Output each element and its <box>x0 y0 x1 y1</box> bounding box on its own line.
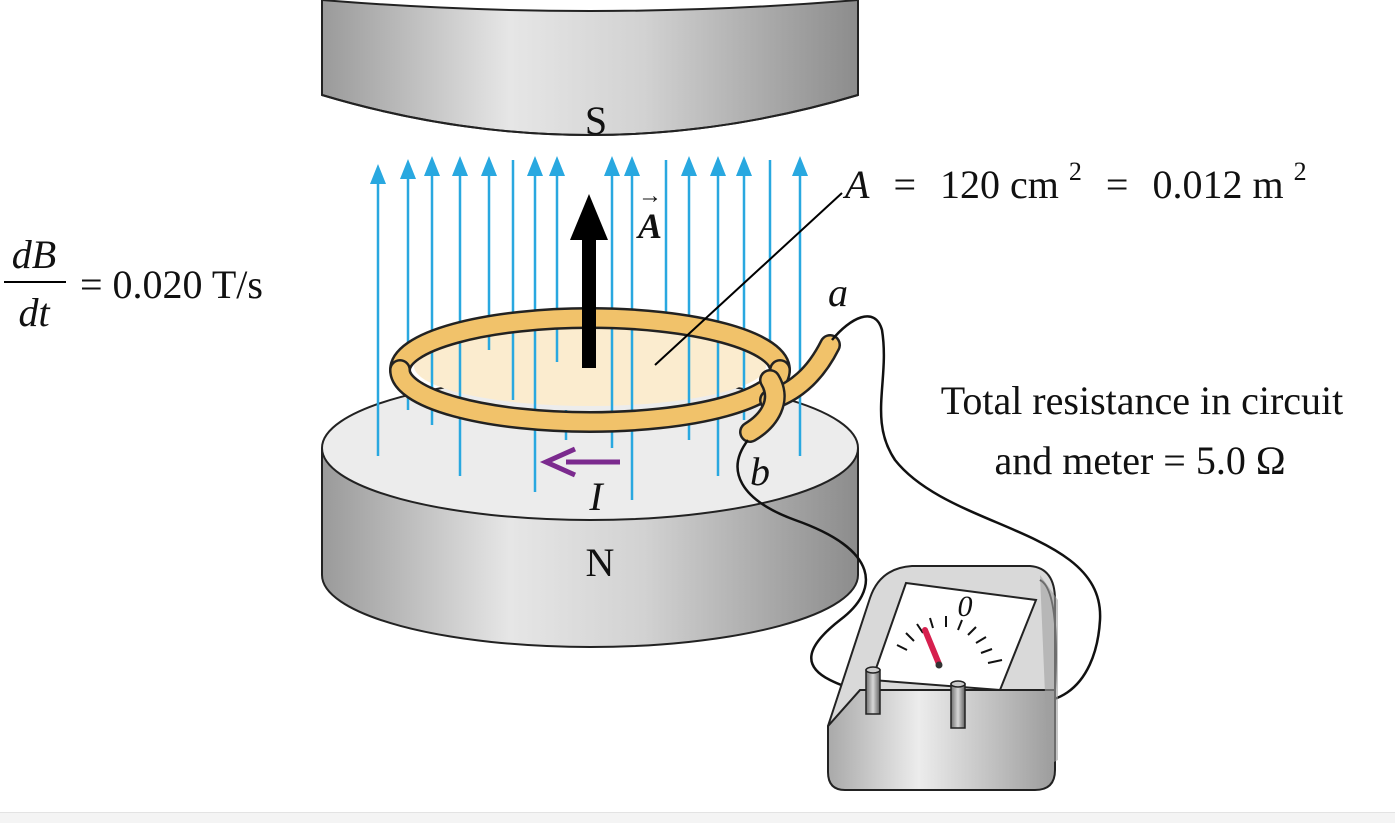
field-line <box>549 156 565 362</box>
rate-numerator: dB <box>12 232 56 277</box>
wire-a <box>831 315 1102 703</box>
meter-zero-label: 0 <box>958 590 973 623</box>
rate-denominator: dt <box>18 290 50 335</box>
field-line <box>624 156 640 500</box>
field-line <box>681 156 697 440</box>
terminal-b-label: b <box>750 449 770 494</box>
galvanometer: 0 <box>827 565 1058 791</box>
terminal-a-label: a <box>828 270 848 315</box>
rate-label: dB dt = 0.020 T/s <box>4 232 263 335</box>
meter-needle <box>922 627 942 667</box>
resistance-label-line2: and meter = 5.0 Ω <box>994 438 1285 483</box>
field-line <box>370 164 386 456</box>
field-line <box>792 156 808 456</box>
circuit-wires <box>736 315 1102 703</box>
current-arrow <box>539 446 620 478</box>
wire-b <box>736 439 871 690</box>
meter-face <box>870 581 1038 692</box>
wire-loop <box>389 307 841 443</box>
resistance-label-line1: Total resistance in circuit <box>941 378 1344 423</box>
field-line <box>527 156 543 492</box>
north-pole-label: N <box>586 540 615 585</box>
south-pole-label: S <box>585 98 607 143</box>
south-pole-magnet <box>321 0 859 136</box>
field-line <box>736 156 752 420</box>
field-line <box>424 156 440 425</box>
current-label: I <box>588 474 604 519</box>
meter-terminal-left <box>865 666 881 715</box>
bottom-strip <box>0 812 1395 823</box>
area-label: A = 120 cm 2 = 0.012 m 2 <box>842 144 1307 207</box>
rate-value: = 0.020 T/s <box>80 262 263 307</box>
area-vector-arrow-symbol: → <box>638 183 662 209</box>
meter-terminal-right <box>950 680 966 729</box>
area-vector-label: A <box>636 206 662 246</box>
meter-scale <box>896 616 1003 664</box>
area-leader-line <box>654 192 843 366</box>
area-vector-arrow <box>570 194 608 368</box>
